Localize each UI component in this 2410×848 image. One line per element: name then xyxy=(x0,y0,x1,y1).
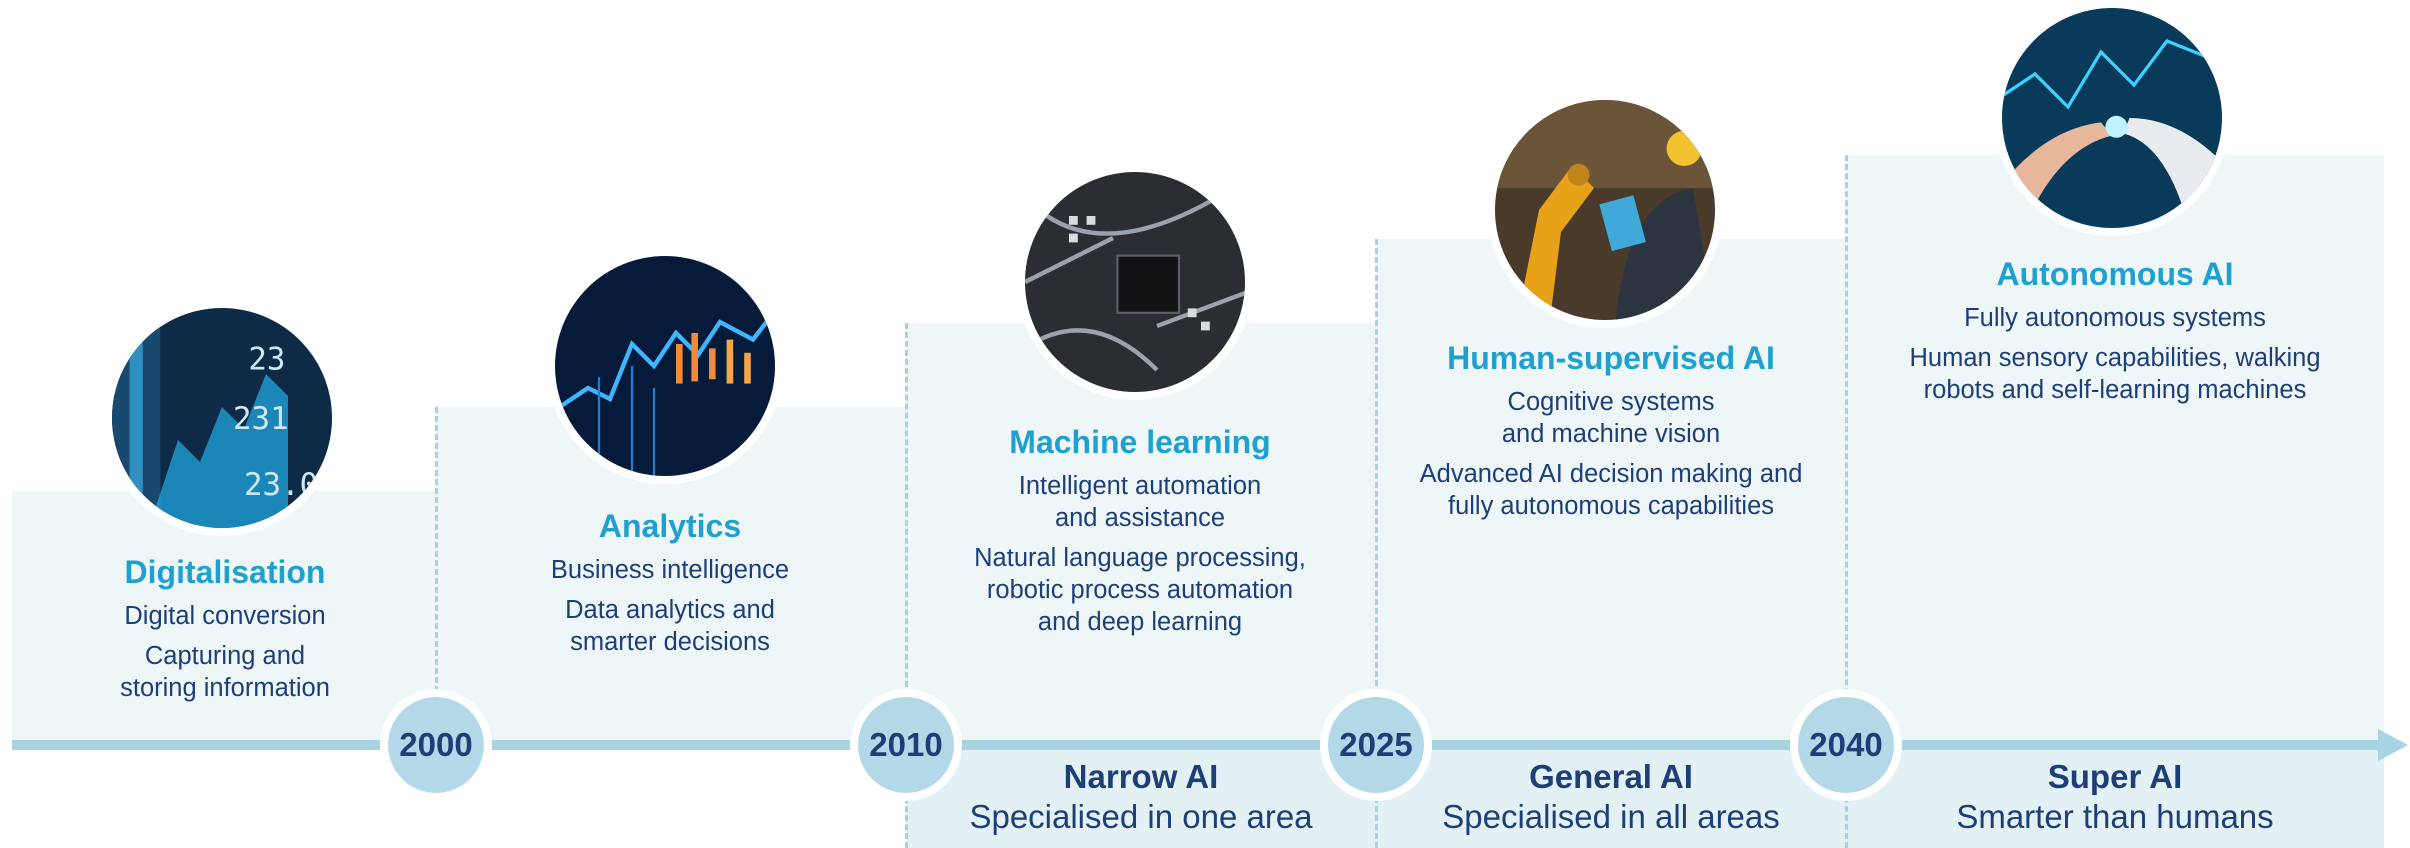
stage-description: Natural language processing, robotic pro… xyxy=(974,544,1306,636)
era-name: General AI xyxy=(1529,758,1693,795)
stage-description: Capturing and storing information xyxy=(120,642,330,702)
year-marker-2000: 2000 xyxy=(380,689,492,801)
svg-text:231: 231 xyxy=(233,401,289,437)
divider-2010 xyxy=(905,323,908,848)
year-label: 2000 xyxy=(399,726,473,763)
svg-text:23: 23 xyxy=(248,342,285,378)
era-band-super xyxy=(1846,750,2384,848)
year-marker-2010: 2010 xyxy=(850,689,962,801)
analytics-photo xyxy=(547,248,783,484)
stage-description: Business intelligence xyxy=(550,556,790,584)
year-marker-2040: 2040 xyxy=(1790,689,1902,801)
stage-title: Analytics xyxy=(598,508,742,544)
stage-title: Machine learning xyxy=(1009,424,1271,460)
year-label: 2040 xyxy=(1809,726,1883,763)
era-narrow-ai: Narrow AI Specialised in one area xyxy=(906,757,1376,837)
era-description: Specialised in one area xyxy=(969,798,1313,835)
year-marker-2025: 2025 xyxy=(1320,689,1432,801)
stage-description: Data analytics and smarter decisions xyxy=(565,596,775,656)
stage-description: Human sensory capabilities, walking robo… xyxy=(1909,344,2321,404)
era-name: Super AI xyxy=(2047,758,2183,795)
stage-description: Cognitive systems and machine vision xyxy=(1501,388,1721,448)
era-description: Smarter than humans xyxy=(1956,798,2274,835)
stage-digitalisation: Digitalisation Digital conversion Captur… xyxy=(60,552,390,704)
divider-2025 xyxy=(1375,239,1378,848)
era-band-general xyxy=(1376,750,1846,848)
stage-description: Fully autonomous systems xyxy=(1964,304,2266,332)
era-description: Specialised in all areas xyxy=(1442,798,1780,835)
autonomous-photo xyxy=(1994,0,2230,236)
digitalisation-photo: 23 231 23.05 xyxy=(104,300,340,536)
year-label: 2025 xyxy=(1339,726,1413,763)
machine-learning-photo xyxy=(1017,164,1253,400)
era-super-ai: Super AI Smarter than humans xyxy=(1846,757,2384,837)
step-autonomous xyxy=(1846,155,2384,848)
year-label: 2010 xyxy=(869,726,943,763)
stage-title: Human-supervised AI xyxy=(1447,340,1775,376)
stage-description: Advanced AI decision making and fully au… xyxy=(1419,460,1803,520)
timeline-arrow-head xyxy=(2378,729,2408,761)
stage-human-supervised: Human-supervised AI Cognitive systems an… xyxy=(1386,338,1836,522)
era-name: Narrow AI xyxy=(1063,758,1219,795)
era-general-ai: General AI Specialised in all areas xyxy=(1376,757,1846,837)
stage-autonomous: Autonomous AI Fully autonomous systems H… xyxy=(1860,254,2370,406)
stage-analytics: Analytics Business intelligence Data ana… xyxy=(500,506,840,658)
stage-machine-learning: Machine learning Intelligent automation … xyxy=(930,422,1350,638)
stage-description: Intelligent automation and assistance xyxy=(1018,472,1262,532)
timeline-axis xyxy=(12,740,2382,750)
divider-2000 xyxy=(435,407,438,728)
stage-description: Digital conversion xyxy=(124,602,326,630)
human-supervised-photo xyxy=(1487,92,1723,328)
era-band-narrow xyxy=(906,750,1376,848)
divider-2040 xyxy=(1845,155,1848,848)
stage-title: Digitalisation xyxy=(124,554,326,590)
stage-title: Autonomous AI xyxy=(1996,256,2234,292)
